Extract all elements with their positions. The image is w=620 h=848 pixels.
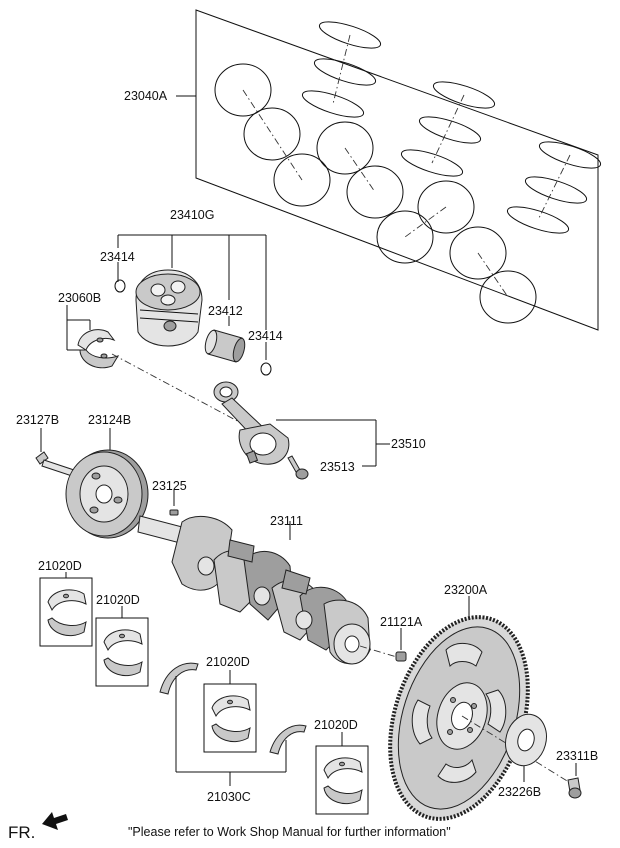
- piston-ring-set-box: [176, 9, 599, 331]
- piston: [135, 269, 203, 347]
- rod-bearing: [77, 329, 120, 369]
- label-piston-assy: 23410G: [170, 208, 214, 222]
- drive-plate: [388, 596, 530, 821]
- label-rod-bolt: 23513: [320, 460, 355, 474]
- label-pulley-bolt: 23127B: [16, 413, 59, 427]
- label-drive-plate: 23200A: [444, 583, 488, 597]
- pulley-bolt: [35, 428, 75, 477]
- label-connecting-rod-assy: 23510: [391, 437, 426, 451]
- label-drive-plate-bolt: 23311B: [556, 749, 598, 763]
- crankshaft: [137, 515, 371, 665]
- crank-axis-line: [359, 645, 401, 659]
- dowel-pin: [395, 628, 407, 662]
- crank-pulley: [65, 428, 149, 539]
- label-piston-pin: 23412: [208, 304, 243, 318]
- snap-ring-left: [114, 279, 126, 293]
- connecting-rod-bracket: [276, 419, 390, 467]
- thrust-washer-lower: [269, 724, 307, 772]
- label-crank-pulley: 23124B: [88, 413, 131, 427]
- piston-pin: [204, 329, 246, 363]
- front-direction-label: FR.: [8, 823, 35, 842]
- connecting-rod: [213, 381, 290, 465]
- label-main-bearing-4: 21020D: [314, 718, 358, 732]
- front-direction-indicator: FR.: [8, 812, 68, 842]
- main-bearing-4: [315, 732, 369, 815]
- footer-note: "Please refer to Work Shop Manual for fu…: [128, 825, 451, 839]
- main-bearing-3: [203, 670, 257, 753]
- label-adapter-plate: 23226B: [498, 785, 541, 799]
- piston-assy-bracket: [117, 234, 267, 360]
- direction-arrow-icon: [42, 812, 68, 830]
- adapter-plate: [505, 713, 547, 782]
- rod-bearing-bracket: [66, 305, 91, 351]
- snap-ring-right: [260, 362, 272, 376]
- label-main-bearing-2: 21020D: [96, 593, 140, 607]
- piston-ring-set: [214, 21, 602, 324]
- label-snap-ring-left: 23414: [100, 250, 135, 264]
- key: [169, 490, 179, 516]
- label-key: 23125: [152, 479, 187, 493]
- label-main-bearing-1: 21020D: [38, 559, 82, 573]
- label-dowel-pin: 21121A: [380, 615, 423, 629]
- label-snap-ring-right: 23414: [248, 329, 283, 343]
- main-bearing-2: [95, 606, 149, 687]
- rod-axis-line: [111, 353, 259, 433]
- rod-bolt: [287, 455, 309, 480]
- thrust-washer-bracket: [176, 771, 286, 786]
- label-main-bearing-3: 21020D: [206, 655, 250, 669]
- drive-plate-bolt: [567, 763, 582, 799]
- label-rod-bearing: 23060B: [58, 291, 101, 305]
- thrust-washer-upper: [159, 662, 199, 772]
- label-thrust-washer: 21030C: [207, 790, 251, 804]
- label-crankshaft: 23111: [270, 514, 303, 528]
- label-piston-ring-set: 23040A: [124, 89, 168, 103]
- main-bearing-1: [39, 572, 93, 647]
